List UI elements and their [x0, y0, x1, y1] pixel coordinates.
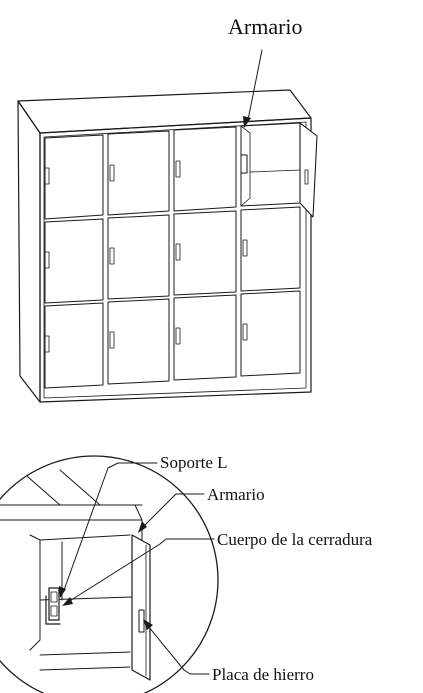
iron-plate-leader-bottom — [183, 669, 210, 675]
compartment-left-wall — [29, 534, 41, 651]
iron-plate — [138, 609, 145, 633]
lock-body-slot — [50, 605, 58, 617]
lock-icon — [175, 160, 181, 178]
locker-door — [107, 298, 170, 385]
locker-door — [173, 126, 237, 212]
compartment-shelf-line — [249, 169, 301, 173]
open-locker-door — [299, 122, 318, 218]
soporte-l-arrowhead — [59, 586, 66, 598]
locker-door — [44, 218, 104, 304]
soporte-l-leader-top — [107, 462, 158, 469]
open-door-panel — [131, 534, 151, 681]
lock-body-icon — [240, 154, 248, 174]
iron-plate-leader — [147, 625, 185, 671]
lock-icon — [242, 323, 248, 341]
armario-detail-label: Armario — [207, 485, 265, 504]
armario-detail-arrowhead — [138, 521, 147, 533]
lock-icon — [175, 243, 181, 261]
lock-icon — [109, 331, 115, 349]
lock-body-arrowhead — [62, 597, 73, 606]
iron-plate-arrowhead — [143, 619, 153, 630]
cabinet-front-inner-edge — [43, 121, 307, 399]
compartment-inner-wall — [240, 125, 251, 207]
cabinet-left-side — [17, 100, 41, 403]
locker-door — [173, 210, 237, 296]
lock-icon — [44, 251, 50, 269]
lock-icon — [44, 335, 50, 353]
iron-plate-label: Placa de hierro — [212, 665, 314, 684]
locker-door — [107, 130, 170, 216]
l-bracket — [45, 595, 61, 625]
locker-door — [44, 302, 104, 389]
soporte-l-leader — [63, 467, 109, 591]
lock-icon — [242, 239, 248, 257]
iron-plate-icon — [304, 169, 309, 185]
armario-detail-leader — [141, 499, 171, 529]
compartment-back-top — [39, 534, 131, 541]
locker-row-1 — [44, 122, 318, 220]
locker-door — [173, 294, 237, 381]
armario-top-label: Armario — [228, 14, 303, 39]
lock-body-leader-top — [159, 538, 215, 545]
detail-contents — [0, 469, 151, 681]
armario-leader-line — [247, 49, 263, 121]
armario-detail-leader-top — [169, 493, 205, 501]
cabinet-upper-lines — [19, 469, 101, 506]
lock-icon — [109, 164, 115, 182]
lock-icon — [44, 167, 50, 185]
lock-detail-view: Soporte L Armario Cuerpo de la cerradura… — [0, 453, 373, 693]
lock-icon — [109, 247, 115, 265]
locker-row-2 — [44, 206, 301, 304]
cabinet-front-frame — [39, 117, 312, 403]
locker-cabinet: Armario — [17, 14, 318, 403]
locker-row-3 — [44, 290, 301, 389]
lock-body-slot — [50, 591, 58, 603]
soporte-l-label: Soporte L — [160, 453, 228, 472]
locker-door — [44, 134, 104, 220]
locker-door — [240, 206, 301, 292]
lock-body-leader — [67, 543, 161, 603]
locker-door — [240, 290, 301, 377]
lower-shelf-edge — [39, 666, 131, 671]
lock-body — [48, 587, 60, 621]
armario-arrowhead — [243, 116, 251, 128]
magnifier-circle — [0, 455, 219, 693]
lower-shelf-line — [39, 651, 131, 656]
locker-door — [107, 214, 170, 300]
lock-body-label: Cuerpo de la cerradura — [217, 530, 373, 549]
lock-icon — [175, 327, 181, 345]
